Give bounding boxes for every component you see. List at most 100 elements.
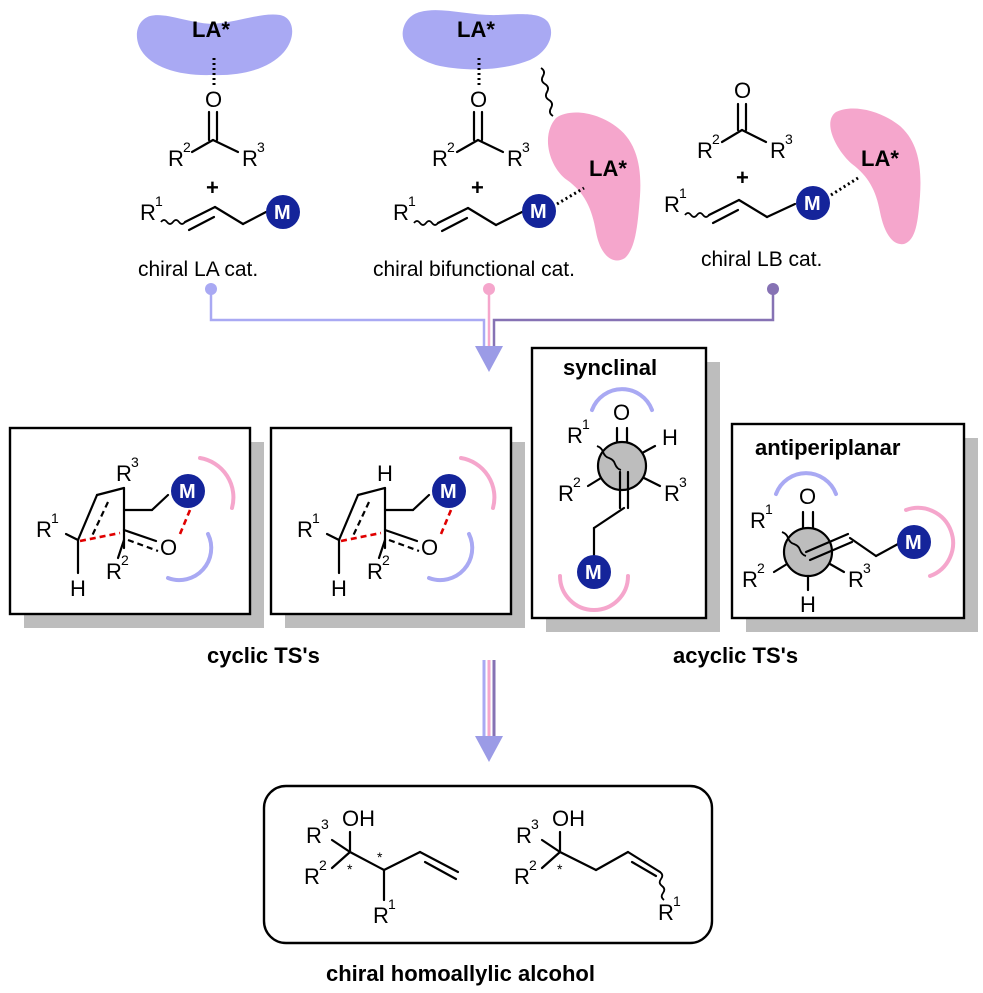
metal-label: M xyxy=(585,562,602,584)
la-label: LA* xyxy=(589,156,627,181)
r-label: R xyxy=(304,864,320,889)
product-caption: chiral homoallylic alcohol xyxy=(326,961,595,986)
r-label: R xyxy=(306,823,322,848)
sup: 3 xyxy=(863,560,871,576)
svg-text:R: R xyxy=(242,146,258,171)
r-label: R xyxy=(242,146,258,171)
svg-text:R: R xyxy=(116,461,132,486)
sup: 1 xyxy=(155,193,163,209)
carbonyl-oxygen: O xyxy=(734,78,751,103)
r-label: R xyxy=(514,864,530,889)
acyclic-ts-caption: acyclic TS's xyxy=(673,643,798,668)
oh-label: OH xyxy=(552,806,585,831)
metal-ball xyxy=(171,474,205,508)
r-label: R xyxy=(742,567,758,592)
sup: 2 xyxy=(319,857,327,873)
svg-text:R: R xyxy=(507,146,523,171)
r-label: R xyxy=(367,559,383,584)
sup: 2 xyxy=(712,131,720,147)
sup: 3 xyxy=(321,816,329,832)
sup: 1 xyxy=(312,510,320,526)
r-label: R xyxy=(393,200,409,225)
r-label: R xyxy=(558,481,574,506)
tether xyxy=(540,67,554,117)
oxygen-label: O xyxy=(160,535,177,560)
cyclic-ts-caption: cyclic TS's xyxy=(207,643,320,668)
svg-text:R: R xyxy=(36,517,52,542)
svg-text:R: R xyxy=(514,864,530,889)
catalyst-lb-panel: O R 2 R 3 + LA* R 1 M chiral LB cat. xyxy=(664,78,921,295)
metal-ball xyxy=(266,195,300,229)
svg-text:R: R xyxy=(297,517,313,542)
metal-ball xyxy=(432,474,466,508)
svg-text:R: R xyxy=(168,146,184,171)
metal-ball xyxy=(577,555,611,589)
catalyst-caption: chiral LA cat. xyxy=(138,258,258,281)
sup: 3 xyxy=(531,816,539,832)
product-arrow xyxy=(475,660,503,762)
sup: 3 xyxy=(257,139,265,155)
r-label: R xyxy=(664,192,680,217)
r-label: R xyxy=(848,567,864,592)
r-label: R xyxy=(36,517,52,542)
stereocenter-star: * xyxy=(557,861,563,877)
stereocenter-star: * xyxy=(347,861,353,877)
catalyst-caption: chiral bifunctional cat. xyxy=(373,258,575,281)
oxygen-label: O xyxy=(799,484,816,509)
lewis-pink-blob xyxy=(547,112,641,261)
sup: 1 xyxy=(582,416,590,432)
metal-label: M xyxy=(905,532,922,554)
down-arrow xyxy=(475,346,503,372)
antiperiplanar-ts: antiperiplanar O R 1 R 2 R 3 H M xyxy=(730,422,978,632)
h-label: H xyxy=(70,576,86,601)
sup: 2 xyxy=(183,139,191,155)
cyclic-ts-2: H M O R 1 H R 2 xyxy=(269,426,525,628)
newman-circle xyxy=(596,440,648,492)
sup: 1 xyxy=(51,510,59,526)
svg-text:R: R xyxy=(393,200,409,225)
svg-text:R: R xyxy=(742,567,758,592)
svg-text:R: R xyxy=(306,823,322,848)
metal-label: M xyxy=(440,481,457,503)
sup: 2 xyxy=(121,552,129,568)
metal-ball xyxy=(897,525,931,559)
metal-label: M xyxy=(804,193,821,215)
h-label: H xyxy=(377,461,393,486)
r-label: R xyxy=(373,903,389,928)
r-label: R xyxy=(658,900,674,925)
svg-text:R: R xyxy=(658,900,674,925)
synclinal-title: synclinal xyxy=(563,355,657,380)
antiperiplanar-title: antiperiplanar xyxy=(755,435,901,460)
la-label: LA* xyxy=(861,146,899,171)
cyclic-ts-1: R 3 M O R 1 H R 2 xyxy=(8,426,264,628)
r-label: R xyxy=(770,138,786,163)
lewis-base-bond xyxy=(830,176,859,197)
metal-label: M xyxy=(274,202,291,224)
lewis-acid-blob xyxy=(136,14,293,76)
sup: 1 xyxy=(388,896,396,912)
plus-sign: + xyxy=(471,175,484,200)
la-label: LA* xyxy=(192,17,230,42)
sup: 3 xyxy=(131,454,139,470)
la-label: LA* xyxy=(457,17,495,42)
r-label: R xyxy=(432,146,448,171)
sup: 2 xyxy=(573,474,581,490)
svg-text:R: R xyxy=(367,559,383,584)
sup: 2 xyxy=(447,139,455,155)
sup: 2 xyxy=(529,857,537,873)
h-label: H xyxy=(662,425,678,450)
svg-text:R: R xyxy=(848,567,864,592)
r-label: R xyxy=(516,823,532,848)
metal-label: M xyxy=(179,481,196,503)
r-label: R xyxy=(750,508,766,533)
svg-text:R: R xyxy=(106,559,122,584)
metal-ball xyxy=(522,194,556,228)
r-label: R xyxy=(297,517,313,542)
catalyst-connectors xyxy=(209,289,775,372)
plus-sign: + xyxy=(736,165,749,190)
h-label: H xyxy=(331,576,347,601)
carbonyl-oxygen: O xyxy=(470,87,487,112)
sup: 3 xyxy=(785,131,793,147)
synclinal-ts: synclinal O H R 1 R 2 R 3 M xyxy=(530,346,720,632)
